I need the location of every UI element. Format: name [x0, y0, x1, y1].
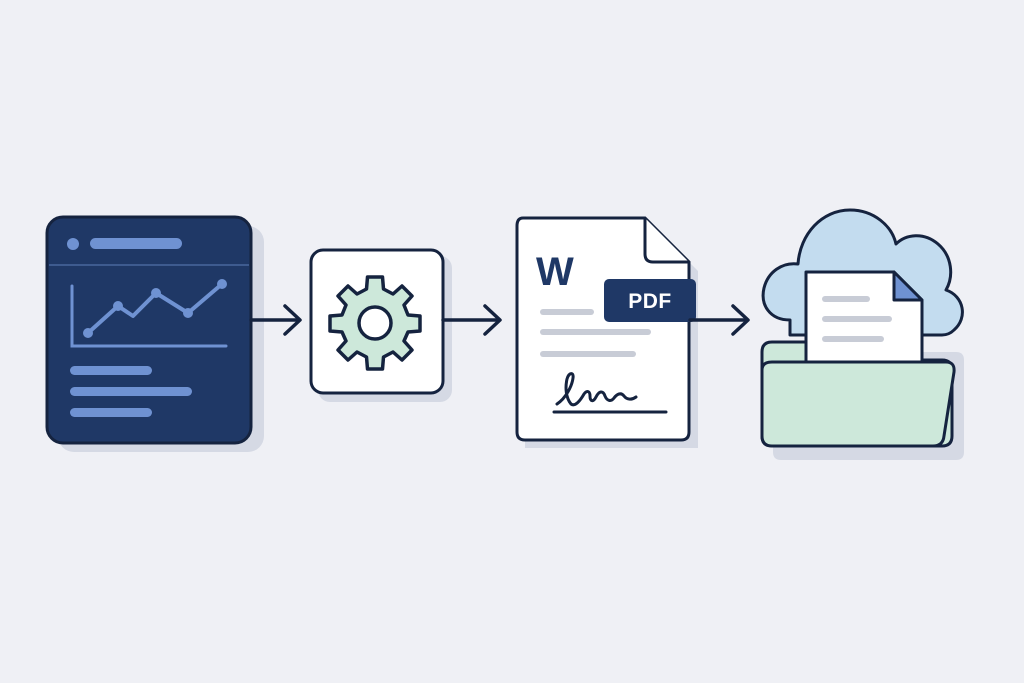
arrow-right-icon — [249, 304, 302, 336]
dashboard-text-line — [70, 387, 192, 396]
dashboard-text-line — [70, 408, 152, 417]
pdf-badge — [604, 279, 696, 322]
chart-point — [83, 328, 93, 338]
document-corner-fold — [643, 218, 689, 264]
chart-point — [217, 279, 227, 289]
dashboard-chart-line — [83, 279, 227, 338]
dashboard-status-dot — [67, 238, 79, 250]
document-text-line — [540, 309, 594, 315]
inner-document-line — [822, 336, 884, 342]
arrow-right-icon — [688, 304, 750, 336]
inner-document-fold — [892, 270, 924, 302]
dashboard-title-bar — [90, 238, 182, 249]
arrow-right-icon — [441, 304, 502, 336]
chart-point — [113, 301, 123, 311]
dashboard-text-line — [70, 366, 152, 375]
inner-document-line — [822, 316, 892, 322]
gear-hole — [357, 305, 393, 341]
signed-document-icon: W PDF — [515, 216, 698, 448]
signature-scribble — [555, 372, 638, 407]
folder-front — [760, 360, 956, 448]
document-text-line — [540, 351, 636, 357]
chart-point — [183, 308, 193, 318]
inner-document-line — [822, 296, 870, 302]
chart-point — [151, 288, 161, 298]
word-letter: W — [536, 250, 574, 294]
dashboard-chart-icon — [45, 215, 264, 452]
dashboard-panel — [45, 215, 253, 445]
document-text-line — [540, 329, 651, 335]
gear-icon — [309, 248, 452, 402]
dashboard-chart-axes — [70, 284, 228, 348]
cloud-folder-icon — [760, 208, 964, 460]
pdf-badge-label: PDF — [628, 290, 672, 313]
